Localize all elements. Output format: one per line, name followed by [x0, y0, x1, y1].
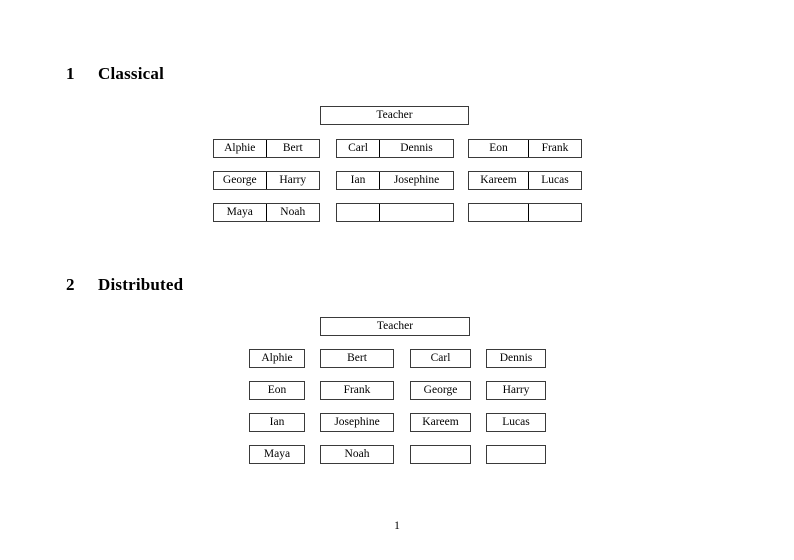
student-cell: Maya — [214, 204, 267, 221]
student-cell: Noah — [280, 205, 306, 218]
student-cell: Kareem — [469, 172, 529, 189]
pair-row — [468, 203, 582, 222]
student-box: Frank — [320, 381, 394, 400]
student-box: Josephine — [320, 413, 394, 432]
student-box: Noah — [320, 445, 394, 464]
student-cell: Harry — [279, 173, 307, 186]
student-cell: Frank — [541, 141, 569, 154]
student-box: Alphie — [249, 349, 305, 368]
student-cell-empty — [337, 204, 380, 221]
pair-row: Kareem Lucas — [468, 171, 582, 190]
section-title: Classical — [98, 64, 165, 83]
student-cell: Bert — [282, 141, 303, 154]
student-box-empty — [410, 445, 471, 464]
student-box: Lucas — [486, 413, 546, 432]
student-cell: Josephine — [393, 173, 440, 186]
student-cell: Alphie — [214, 140, 267, 157]
pair-row — [336, 203, 454, 222]
student-box: Bert — [320, 349, 394, 368]
student-box: Maya — [249, 445, 305, 464]
student-box: Kareem — [410, 413, 471, 432]
section-number: 1 — [66, 64, 75, 83]
section-title: Distributed — [98, 275, 184, 294]
student-cell: Eon — [469, 140, 529, 157]
pair-row: George Harry — [213, 171, 320, 190]
section-heading-distributed: 2 Distributed — [66, 275, 183, 295]
student-cell: Dennis — [400, 141, 433, 154]
student-cell: Lucas — [541, 173, 569, 186]
student-box: Harry — [486, 381, 546, 400]
student-box: Carl — [410, 349, 471, 368]
section-number: 2 — [66, 275, 75, 294]
page-number: 1 — [394, 520, 400, 532]
student-box: Dennis — [486, 349, 546, 368]
student-box-empty — [486, 445, 546, 464]
student-cell-empty — [380, 204, 453, 221]
pair-row: Eon Frank — [468, 139, 582, 158]
pair-row: Alphie Bert — [213, 139, 320, 158]
student-cell-empty — [469, 204, 529, 221]
teacher-box-classical: Teacher — [320, 106, 469, 125]
teacher-box-distributed: Teacher — [320, 317, 470, 336]
student-cell: George — [214, 172, 267, 189]
pair-row: Ian Josephine — [336, 171, 454, 190]
student-box: Ian — [249, 413, 305, 432]
student-box: Eon — [249, 381, 305, 400]
section-heading-classical: 1 Classical — [66, 64, 164, 84]
pair-row: Carl Dennis — [336, 139, 454, 158]
pair-row: Maya Noah — [213, 203, 320, 222]
student-cell-empty — [529, 204, 581, 221]
student-cell: Carl — [337, 140, 380, 157]
student-box: George — [410, 381, 471, 400]
student-cell: Ian — [337, 172, 380, 189]
